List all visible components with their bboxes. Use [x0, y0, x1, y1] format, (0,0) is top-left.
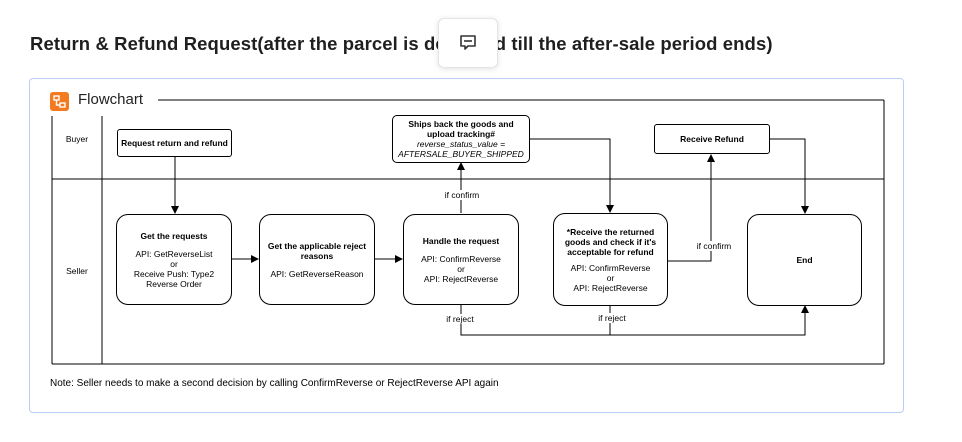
- flowchart-note: Note: Seller needs to make a second deci…: [50, 378, 499, 389]
- node-get-requests: Get the requests API: GetReverseList or …: [116, 214, 232, 305]
- edge-label-if-reject: if reject: [438, 314, 482, 324]
- node-receive-refund: Receive Refund: [654, 124, 770, 154]
- lane-buyer: Buyer: [65, 134, 89, 144]
- node-handle-request: Handle the request API: ConfirmReverse o…: [403, 214, 519, 305]
- flowchart-icon: [50, 92, 69, 111]
- page-title: Return & Refund Request(after the parcel…: [30, 33, 773, 54]
- node-request-return: Request return and refund: [117, 129, 232, 157]
- node-ships-back: Ships back the goods and upload tracking…: [392, 115, 530, 163]
- edge-label-if-reject: if reject: [590, 313, 634, 323]
- edge-label-if-confirm: if confirm: [688, 241, 740, 251]
- flowchart-title: Flowchart: [78, 91, 146, 108]
- comment-button[interactable]: [438, 18, 498, 68]
- comment-icon: [460, 35, 476, 50]
- node-end: End: [747, 214, 862, 306]
- node-get-reject-reasons: Get the applicable reject reasons API: G…: [259, 214, 375, 305]
- edge-label-if-confirm: if confirm: [436, 190, 488, 200]
- node-receive-returned-goods: *Receive the returned goods and check if…: [553, 213, 668, 306]
- lane-seller: Seller: [66, 266, 88, 276]
